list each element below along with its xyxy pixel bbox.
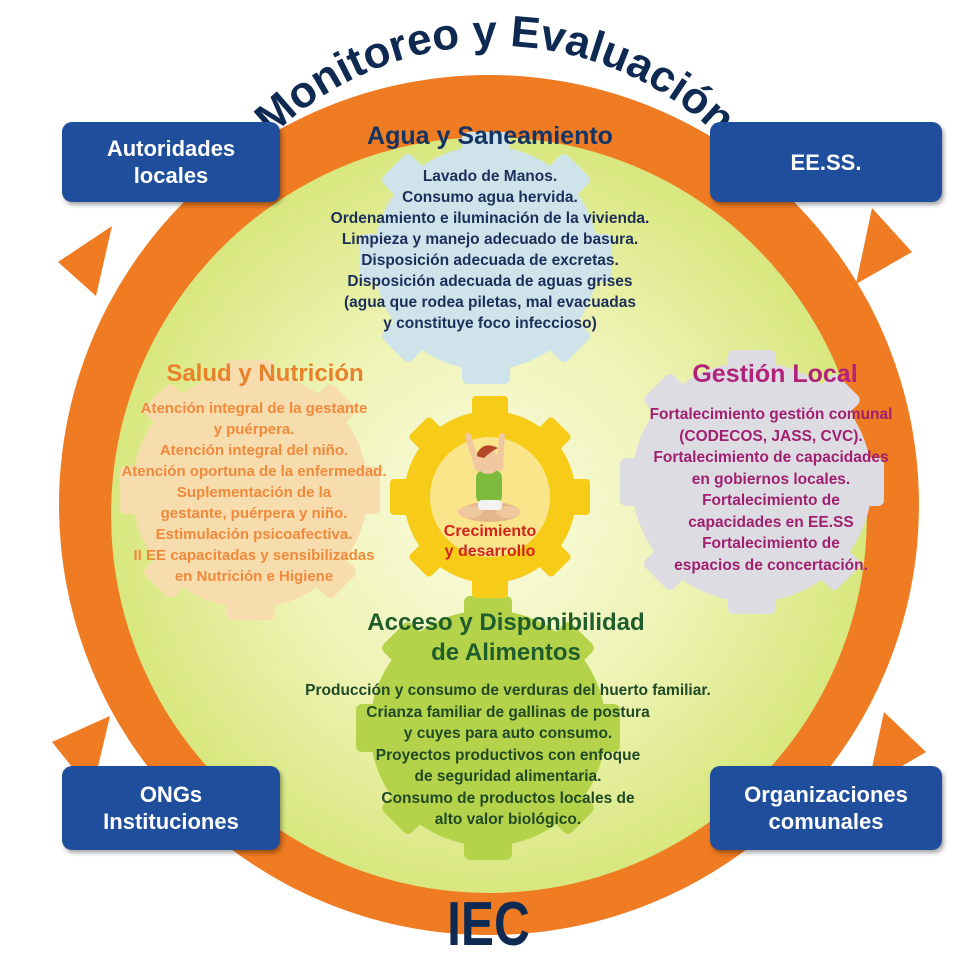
list-item: gestante, puérpera y niño. (160, 505, 348, 522)
gear-icon-food (356, 596, 620, 860)
list-item: Consumo de productos locales de (381, 789, 635, 807)
section-list-acceso: Producción y consumo de verduras del hue… (238, 680, 778, 831)
list-item: Fortalecimiento de capacidades (653, 449, 889, 466)
list-item: en Nutrición e Higiene (174, 568, 334, 585)
list-item: Limpieza y manejo adecuado de basura. (341, 231, 639, 248)
box-label-line: Instituciones (103, 809, 239, 834)
list-item: II EE capacitadas y sensibilizadas (133, 547, 375, 564)
section-title-line: Acceso y Disponibilidad (367, 609, 645, 636)
list-item: (CODECOS, JASS, CVC). (679, 427, 863, 445)
section-list-gestion: Fortalecimiento gestión comunal (CODECOS… (598, 404, 944, 576)
child-illustration-icon (458, 433, 520, 522)
list-item: y cuyes para auto consumo. (403, 725, 613, 742)
box-label-line: ONGs (139, 782, 203, 807)
list-item: Fortalecimiento gestión comunal (649, 406, 893, 423)
section-title-agua: Agua y Saneamiento (367, 122, 613, 150)
list-item: Fortalecimiento de (702, 492, 840, 509)
list-item: y puérpera. (213, 421, 295, 438)
list-item: (agua que rodea piletas, mal evacuadas (343, 294, 637, 311)
bottom-label-iec: IEC (447, 890, 530, 959)
gear-icon-health (120, 360, 380, 620)
box-ongs-instituciones: ONGs Instituciones (62, 766, 280, 850)
list-item: y constituye foco infeccioso) (383, 315, 597, 332)
box-label-line: locales (133, 163, 209, 188)
list-item: Proyectos productivos con enfoque (375, 746, 641, 764)
section-list-salud: Atención integral de la gestante y puérp… (96, 398, 412, 587)
center-label: Crecimiento y desarrollo (420, 522, 560, 562)
box-autoridades-locales: Autoridades locales (62, 122, 280, 202)
list-item: Ordenamiento e iluminación de la viviend… (330, 210, 650, 227)
center-label-line: Crecimiento (443, 523, 537, 540)
box-label-line: comunales (768, 809, 884, 834)
list-item: Suplementación de la (176, 484, 332, 501)
list-item: Disposición adecuada de excretas. (361, 252, 619, 269)
list-item: Consumo agua hervida. (402, 189, 578, 206)
list-item: capacidades en EE.SS (688, 513, 854, 531)
list-item: en gobiernos locales. (691, 470, 851, 488)
section-list-agua: Lavado de Manos. Consumo agua hervida. O… (300, 166, 680, 334)
list-item: alto valor biológico. (434, 811, 582, 828)
list-item: de seguridad alimentaria. (414, 768, 602, 785)
box-label-line: EE.SS. (790, 149, 862, 175)
gear-icon-water (360, 132, 612, 384)
box-eess: EE.SS. (710, 122, 942, 202)
list-item: Fortalecimiento de (702, 535, 840, 552)
section-title-acceso: Acceso y Disponibilidad de Alimentos (318, 608, 694, 668)
center-label-line: y desarrollo (444, 543, 536, 560)
list-item: Crianza familiar de gallinas de postura (366, 703, 650, 721)
list-item: Atención integral del niño. (159, 442, 349, 459)
list-item: Producción y consumo de verduras del hue… (305, 682, 711, 699)
list-item: Atención oportuna de la enfermedad. (121, 463, 387, 480)
list-item: espacios de concertación. (674, 556, 868, 574)
section-title-salud: Salud y Nutrición (166, 360, 364, 387)
list-item: Disposición adecuada de aguas grises (347, 273, 633, 290)
list-item: Estimulación psicoafectiva. (155, 526, 353, 543)
section-title-line: de Alimentos (431, 639, 581, 666)
box-label-line: Organizaciones (744, 782, 908, 807)
section-title-gestion: Gestión Local (692, 360, 858, 388)
box-organizaciones-comunales: Organizaciones comunales (710, 766, 942, 850)
box-label-line: Autoridades (106, 136, 236, 161)
gear-icon-local (620, 350, 884, 614)
list-item: Lavado de Manos. (422, 168, 558, 185)
list-item: Atención integral de la gestante (140, 400, 368, 417)
